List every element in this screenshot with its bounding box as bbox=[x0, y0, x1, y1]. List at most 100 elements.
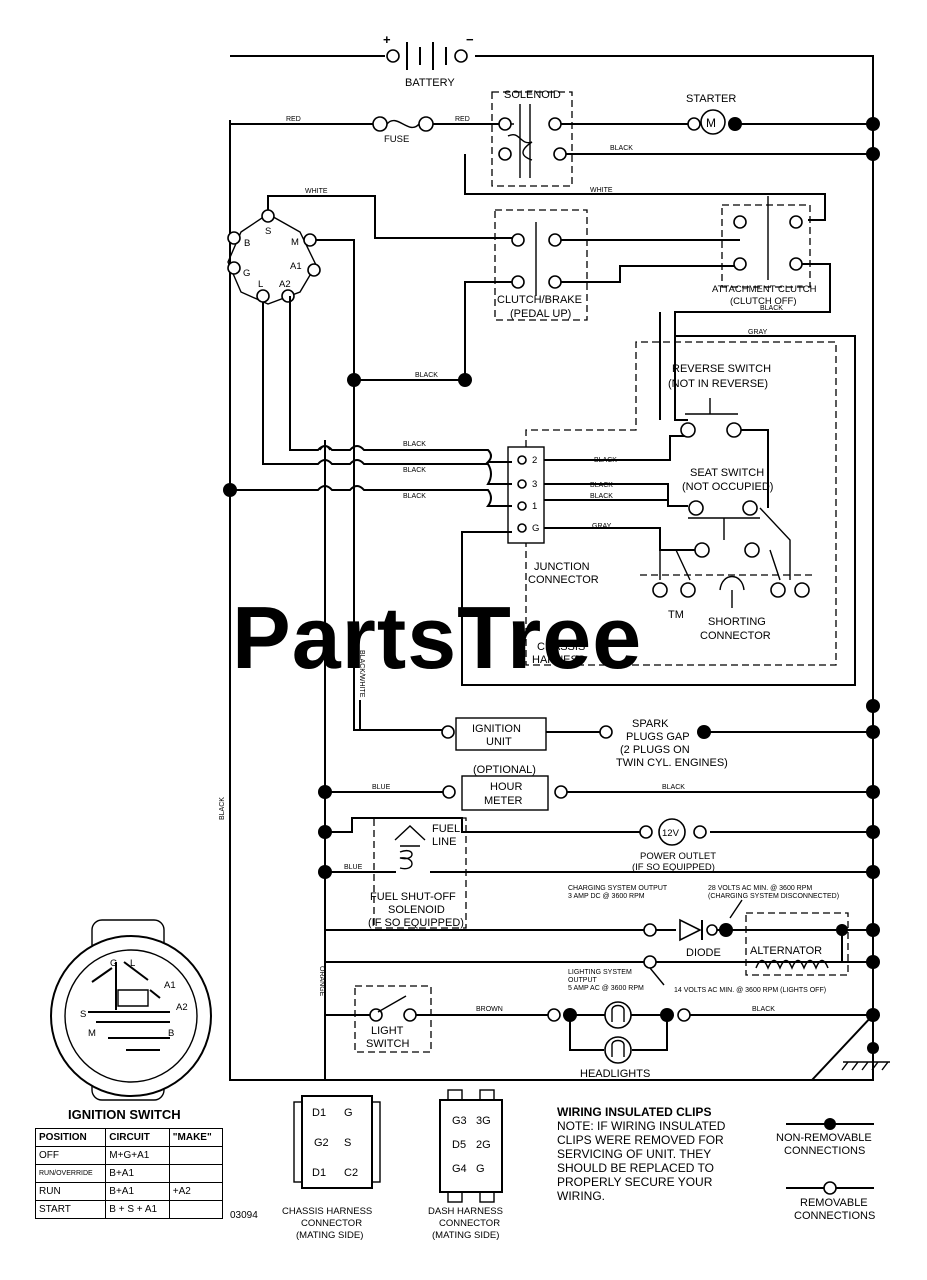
hour-meter: (OPTIONAL) HOUR METER bbox=[442, 764, 568, 811]
reverse-switch: REVERSE SWITCH (NOT IN REVERSE) bbox=[668, 363, 771, 438]
ignition-unit: IGNITION UNIT bbox=[441, 717, 547, 751]
battery-minus: − bbox=[466, 32, 474, 47]
wire-white-attach: WHITE bbox=[590, 187, 613, 194]
power-outlet: 12V POWER OUTLET (IF SO EQUIPPED) bbox=[632, 818, 716, 873]
legend-nonremovable-2: CONNECTIONS bbox=[784, 1145, 865, 1157]
junction-sub: CONNECTOR bbox=[528, 574, 599, 586]
power-label: POWER OUTLET bbox=[640, 851, 716, 862]
ignition-unit-sub: UNIT bbox=[486, 736, 512, 748]
shorting-sub: CONNECTOR bbox=[700, 630, 771, 642]
solenoid: SOLENOID bbox=[491, 89, 573, 187]
junction-connector: 2 3 1 G JUNCTION CONNECTOR bbox=[507, 446, 599, 586]
wire-black-mid: BLACK bbox=[415, 372, 438, 379]
note-line-5: PROPERLY SECURE YOUR bbox=[557, 1175, 713, 1189]
hour-optional: (OPTIONAL) bbox=[473, 764, 536, 776]
term-l: L bbox=[258, 279, 263, 290]
clutch-brake-switch: CLUTCH/BRAKE (PEDAL UP) bbox=[494, 209, 588, 321]
fuel-solenoid-label: FUEL SHUT-OFF bbox=[370, 891, 456, 903]
lighting-output-3: 5 AMP AC @ 3600 RPM bbox=[568, 985, 644, 992]
charging-output-2: 3 AMP DC @ 3600 RPM bbox=[568, 893, 645, 900]
table-header-row: POSITION CIRCUIT "MAKE" bbox=[34, 1128, 224, 1147]
ignition-switch-table: POSITION CIRCUIT "MAKE" OFF M+G+A1 RUN/O… bbox=[34, 1128, 224, 1219]
junction-pin-g: G bbox=[532, 523, 539, 534]
alternator-label: ALTERNATOR bbox=[750, 945, 822, 957]
spark-label-1: SPARK bbox=[632, 718, 669, 730]
starter: M STARTER bbox=[686, 93, 736, 135]
wire-gray-top: GRAY bbox=[748, 329, 768, 336]
legend-removable-2: CONNECTIONS bbox=[794, 1210, 875, 1222]
row-position: RUN/OVERRIDE bbox=[34, 1164, 107, 1183]
starter-label: STARTER bbox=[686, 93, 736, 105]
power-sub: (IF SO EQUIPPED) bbox=[632, 862, 715, 873]
wire-black-white: BLACK/WHITE bbox=[358, 650, 365, 698]
wire-white-top: WHITE bbox=[305, 188, 328, 195]
wire-black-c: BLACK bbox=[403, 493, 426, 500]
reverse-label: REVERSE SWITCH bbox=[672, 363, 771, 375]
power-symbol: 12V bbox=[662, 828, 680, 839]
light-switch-label: LIGHT bbox=[371, 1025, 404, 1037]
chassis-caption-3: (MATING SIDE) bbox=[296, 1230, 363, 1241]
junction-pin-3: 3 bbox=[532, 479, 537, 490]
dash-pin-3: D5 bbox=[452, 1139, 466, 1151]
note-line-2: CLIPS WERE REMOVED FOR bbox=[557, 1133, 724, 1147]
junction-pin-2: 2 bbox=[532, 455, 537, 466]
dash-pin-1: G3 bbox=[452, 1115, 467, 1127]
dash-pin-4: 2G bbox=[476, 1139, 491, 1151]
alt-volts-2: (CHARGING SYSTEM DISCONNECTED) bbox=[708, 893, 839, 900]
table-row: RUN/OVERRIDE B+A1 bbox=[34, 1164, 224, 1183]
wire-black-j2: BLACK bbox=[594, 457, 617, 464]
lighting-volts: 14 VOLTS AC MIN. @ 3600 RPM (LIGHTS OFF) bbox=[674, 987, 826, 994]
seat-sub: (NOT OCCUPIED) bbox=[682, 481, 773, 493]
wire-brown: BROWN bbox=[476, 1006, 503, 1013]
row-circuit: B + S + A1 bbox=[105, 1200, 170, 1219]
face-m: M bbox=[88, 1028, 96, 1039]
ignition-unit-label: IGNITION bbox=[472, 723, 521, 735]
dash-pin-6: G bbox=[476, 1163, 485, 1175]
shorting-label: SHORTING bbox=[708, 616, 766, 628]
fuel-line-sub: LINE bbox=[432, 836, 456, 848]
seat-label: SEAT SWITCH bbox=[690, 467, 764, 479]
reverse-sub: (NOT IN REVERSE) bbox=[668, 378, 768, 390]
wire-black-solenoid: BLACK bbox=[610, 145, 633, 152]
fuse-label: FUSE bbox=[384, 134, 409, 145]
watermark-tm: TM bbox=[668, 609, 684, 621]
row-position: RUN bbox=[34, 1182, 107, 1201]
face-g: G bbox=[110, 958, 117, 969]
spark-label-4: TWIN CYL. ENGINES) bbox=[616, 757, 728, 769]
term-s: S bbox=[265, 226, 271, 237]
wire-black-left: BLACK bbox=[219, 797, 226, 820]
row-circuit: B+A1 bbox=[105, 1182, 170, 1201]
legend: NON-REMOVABLE CONNECTIONS REMOVABLE CONN… bbox=[776, 1118, 875, 1222]
shorting-connector: SHORTING CONNECTOR bbox=[640, 574, 815, 642]
term-a1: A1 bbox=[290, 261, 302, 272]
face-s: S bbox=[80, 1009, 86, 1020]
dash-caption-1: DASH HARNESS bbox=[428, 1206, 503, 1217]
wiring-note: WIRING INSULATED CLIPS NOTE: IF WIRING I… bbox=[557, 1105, 726, 1203]
battery-plus: + bbox=[383, 32, 391, 47]
legend-nonremovable-1: NON-REMOVABLE bbox=[776, 1132, 872, 1144]
diode-label: DIODE bbox=[686, 947, 721, 959]
battery-label: BATTERY bbox=[405, 77, 455, 89]
face-l: L bbox=[130, 958, 135, 969]
junction-label: JUNCTION bbox=[534, 561, 590, 573]
battery: + − BATTERY bbox=[383, 32, 474, 89]
alt-volts-1: 28 VOLTS AC MIN. @ 3600 RPM bbox=[708, 885, 812, 892]
part-number: 03094 bbox=[230, 1210, 258, 1221]
header-make: "MAKE" bbox=[168, 1128, 224, 1147]
note-line-4: SHOULD BE REPLACED TO bbox=[557, 1161, 714, 1175]
term-g: G bbox=[243, 268, 250, 279]
wire-orange: ORANGE bbox=[318, 966, 325, 997]
chassis-pin-1: D1 bbox=[312, 1107, 326, 1119]
note-title: WIRING INSULATED CLIPS bbox=[557, 1105, 711, 1119]
term-a2: A2 bbox=[279, 279, 291, 290]
wire-gray-g: GRAY bbox=[592, 523, 612, 530]
headlights: HEADLIGHTS bbox=[547, 1001, 691, 1080]
fuel-solenoid-sub2: (IF SO EQUIPPED) bbox=[368, 917, 464, 929]
light-switch-sub: SWITCH bbox=[366, 1038, 409, 1050]
wire-blue-hour: BLUE bbox=[372, 784, 391, 791]
row-make bbox=[168, 1200, 224, 1219]
dash-harness-connector: G3 3G D5 2G G4 G DASH HARNESS CONNECTOR … bbox=[428, 1089, 503, 1241]
legend-removable-1: REMOVABLE bbox=[800, 1197, 868, 1209]
chassis-pin-2: G bbox=[344, 1107, 353, 1119]
